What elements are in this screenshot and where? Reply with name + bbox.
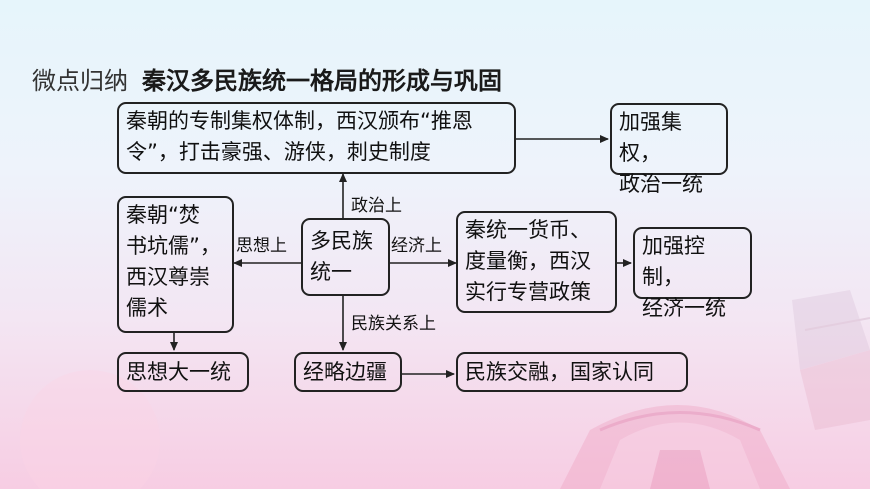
- glow-circle-icon: [20, 370, 160, 489]
- carousel-tent-icon: [560, 405, 790, 489]
- node-ethnic-measures: 经略边疆: [294, 352, 402, 392]
- node-ideological-measures: 秦朝“焚 书坑儒”， 西汉尊崇 儒术: [117, 196, 234, 333]
- hot-air-balloon-icon: [792, 290, 870, 430]
- label-political: 政治上: [351, 196, 402, 216]
- node-center: 多民族 统一: [301, 218, 390, 296]
- label-ethnic: 民族关系上: [351, 314, 436, 334]
- label-ideological: 思想上: [236, 236, 287, 256]
- title-prefix: 微点归纳: [32, 67, 128, 95]
- label-economic: 经济上: [391, 236, 442, 256]
- node-ideological-result: 思想大一统: [117, 352, 249, 392]
- title-main: 秦汉多民族统一格局的形成与巩固: [142, 67, 502, 95]
- node-economic-result: 加强控制， 经济一统: [633, 227, 752, 320]
- node-economic-measures: 秦统一货币、 度量衡，西汉 实行专营政策: [456, 211, 617, 313]
- node-ethnic-result: 民族交融，国家认同: [456, 352, 688, 392]
- node-political-result: 加强集权， 政治一统: [610, 103, 728, 196]
- node-political-measures: 秦朝的专制集权体制，西汉颁布“推恩令”，打击豪强、游侠，刺史制度: [117, 102, 516, 174]
- page-title: 微点归纳秦汉多民族统一格局的形成与巩固: [32, 64, 502, 98]
